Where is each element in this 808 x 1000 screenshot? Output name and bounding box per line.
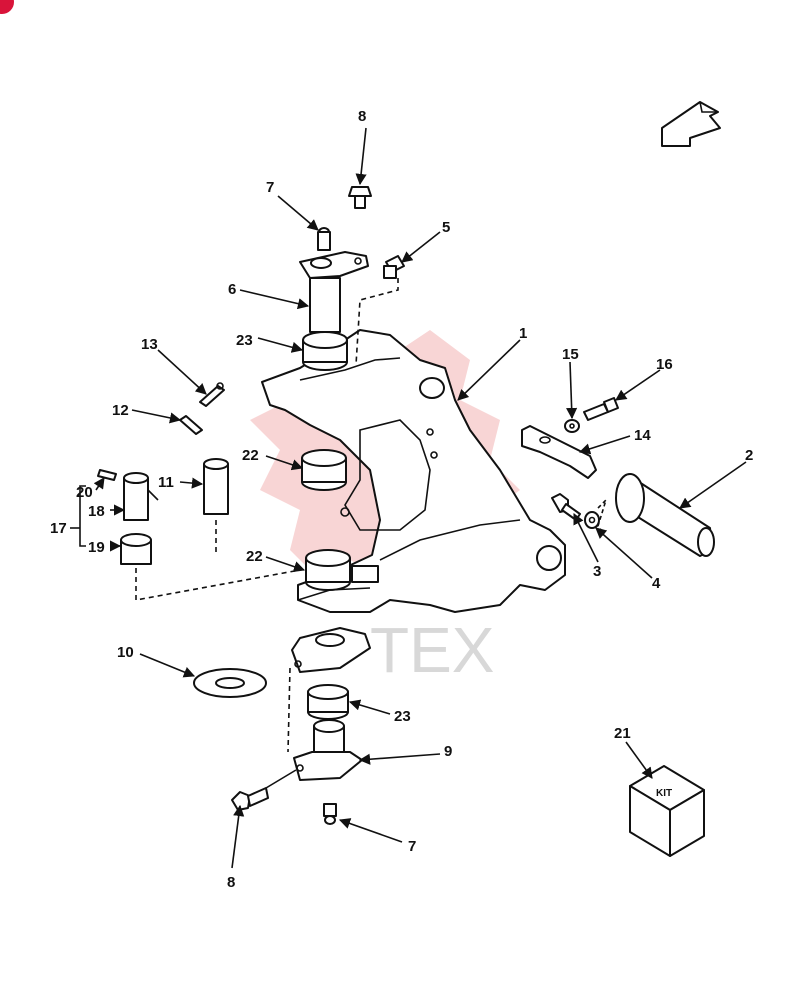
- callout-4: 4: [652, 575, 661, 592]
- callout-labels: 1 2 3 4 5 6 7 7 8 8 9 10 11 12 13 14 15 …: [50, 108, 753, 891]
- leader-lines: [70, 127, 747, 869]
- washer-4: [584, 499, 607, 535]
- callout-14: 14: [634, 427, 651, 444]
- callout-20: 20: [76, 484, 93, 501]
- thrust-washer-10: [193, 668, 267, 698]
- spindle-2: [615, 473, 715, 557]
- callout-23-lower: 23: [394, 708, 411, 725]
- grease-fitting-upper: [355, 255, 405, 366]
- callout-23-upper: 23: [236, 332, 253, 349]
- upper-bushing-22: [301, 449, 347, 491]
- lower-arm-plate: [291, 627, 371, 673]
- cotter-pin-13: [199, 382, 225, 407]
- callout-22-upper: 22: [242, 447, 259, 464]
- callout-9: 9: [444, 743, 452, 760]
- washer-15: [564, 419, 580, 433]
- callout-3: 3: [593, 563, 601, 580]
- pin-11: [203, 458, 229, 552]
- callout-11: 11: [158, 474, 174, 491]
- steering-knuckle-body: [261, 329, 566, 613]
- upper-bushing-23: [302, 331, 348, 371]
- lower-bushing-22: [305, 549, 351, 591]
- pin-assembly-17: [97, 469, 301, 601]
- lower-kingpin-9: [287, 667, 363, 781]
- upper-kingpin-group: [299, 227, 369, 333]
- callout-16: 16: [656, 356, 673, 373]
- callout-22-lower: 22: [246, 548, 263, 565]
- callout-17: 17: [50, 520, 67, 537]
- lower-bushing-23: [307, 684, 349, 720]
- lever-14: [521, 425, 597, 479]
- callout-8-upper: 8: [358, 108, 366, 125]
- lower-bolt: [231, 787, 269, 811]
- top-bolt-group: [348, 186, 372, 209]
- kit-box-21: KIT: [629, 765, 705, 857]
- callout-7-lower: 7: [408, 838, 416, 855]
- callout-21: 21: [614, 725, 631, 742]
- callout-6: 6: [228, 281, 236, 298]
- callout-1: 1: [519, 325, 527, 342]
- bolt-16: [583, 397, 619, 421]
- callout-8-lower: 8: [227, 874, 235, 891]
- callout-7-upper: 7: [266, 179, 274, 196]
- roll-pin-12: [179, 415, 203, 435]
- callout-12: 12: [112, 402, 129, 419]
- direction-arrow-icon: [661, 101, 721, 147]
- grease-fitting-lower: [323, 803, 337, 825]
- callout-13: 13: [141, 336, 158, 353]
- watermark-text: TEX: [370, 614, 494, 686]
- kit-label: KIT: [656, 788, 672, 799]
- callout-15: 15: [562, 346, 579, 363]
- callout-19: 19: [88, 539, 105, 556]
- callout-5: 5: [442, 219, 450, 236]
- callout-18: 18: [88, 503, 105, 520]
- callout-10: 10: [117, 644, 134, 661]
- callout-2: 2: [745, 447, 753, 464]
